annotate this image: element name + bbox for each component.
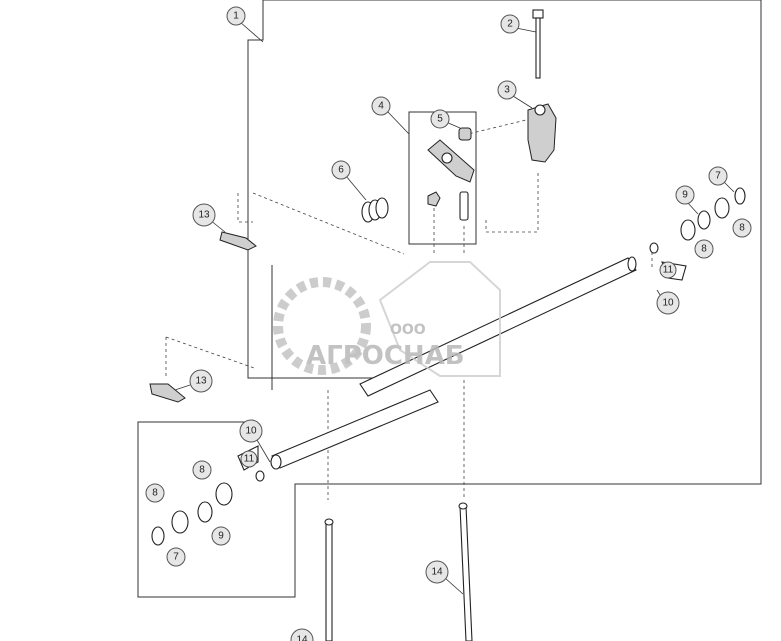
callout-8-bottom-label: 8 [199, 465, 205, 476]
leader-4 [386, 110, 410, 135]
callout-11-bottom-label: 11 [244, 454, 255, 465]
callout-13-bottom-label: 13 [195, 376, 207, 387]
callout-2: 2 [500, 14, 520, 34]
callout-9-bottom-label: 9 [218, 531, 224, 542]
callout-3: 3 [497, 80, 517, 100]
callout-14: 14 [425, 560, 449, 584]
leader-9a [686, 201, 699, 215]
leader-14 [444, 577, 464, 595]
callout-8-top: 8 [732, 218, 752, 238]
callout-8-bottom: 8 [192, 460, 212, 480]
assembly-line-h [463, 119, 527, 136]
rocker-shaft-upper-part [359, 256, 637, 397]
callout-6: 6 [331, 160, 351, 180]
rocker-bracket-part [527, 103, 557, 163]
callout-14-partial: 14 [290, 628, 314, 641]
leader-10a [256, 439, 271, 463]
callout-8-top2: 8 [694, 239, 714, 259]
assembly-line-a [237, 193, 253, 223]
callout-9-top: 9 [675, 185, 695, 205]
callout-14-label: 14 [431, 567, 443, 578]
callout-2-label: 2 [507, 19, 513, 30]
assembly-line-c [165, 336, 255, 369]
callout-3-label: 3 [504, 85, 510, 96]
callout-10-bottom: 10 [239, 419, 263, 443]
callout-4: 4 [371, 96, 391, 116]
callout-5-label: 5 [437, 114, 443, 125]
leader-3 [512, 95, 533, 109]
callout-11-bottom: 11 [240, 450, 258, 468]
leader-7a [723, 181, 735, 193]
callout-1-label: 1 [233, 11, 239, 22]
combine-harvester-icon [378, 261, 501, 377]
callout-9-bottom: 9 [211, 526, 231, 546]
gear-icon [273, 277, 371, 375]
callout-10-bottom-label: 10 [245, 426, 257, 437]
callout-1: 1 [226, 6, 246, 26]
watermark: ООО АГРОСНАБ [273, 261, 501, 377]
watermark-prefix: ООО [390, 322, 426, 338]
assembly-frame [247, 0, 378, 379]
leader-1 [239, 21, 264, 43]
callout-11-top-label: 11 [663, 265, 674, 276]
callout-10-top: 10 [656, 291, 680, 315]
bushing-5-part [458, 127, 472, 141]
adjusting-nut-part [427, 191, 441, 207]
leader-6 [345, 175, 367, 201]
callout-8-bottom2-label: 8 [152, 488, 158, 499]
callout-4-label: 4 [378, 101, 384, 112]
ring-right-parts [649, 187, 746, 254]
callout-9-top-label: 9 [682, 190, 688, 201]
callout-10-top-label: 10 [662, 298, 674, 309]
leader-13b [174, 384, 191, 391]
rocker-arm-13b-part [149, 383, 186, 403]
watermark-name: АГРОСНАБ [306, 341, 465, 371]
callout-7-bottom-label: 7 [173, 552, 179, 563]
spring-part [361, 197, 389, 223]
callout-8-bottom2: 8 [145, 483, 165, 503]
callout-6-label: 6 [338, 165, 344, 176]
assembly-line-g [485, 170, 539, 233]
callout-14-partial-label: 14 [296, 635, 308, 641]
bolt-part [532, 9, 544, 79]
callout-11-top: 11 [659, 261, 677, 279]
callout-7-top-label: 7 [715, 171, 721, 182]
callout-13-top-label: 13 [198, 210, 210, 221]
callout-8-top-label: 8 [739, 223, 745, 234]
adjusting-screw-part [459, 191, 469, 221]
callout-7-bottom: 7 [166, 547, 186, 567]
rocker-arm-13a-part [219, 231, 257, 251]
callout-7-top: 7 [708, 166, 728, 186]
rocker-shaft-lower-part [270, 389, 439, 470]
leader-2 [515, 27, 537, 33]
assembly-frame-right [137, 0, 762, 598]
push-rod-right-part [458, 502, 473, 641]
callout-13-top: 13 [192, 203, 216, 227]
callout-5: 5 [430, 109, 450, 129]
ring-left-parts [151, 470, 265, 546]
rocker-arm-part [427, 139, 475, 183]
callout-8-top2-label: 8 [701, 244, 707, 255]
callout-13-bottom: 13 [189, 369, 213, 393]
push-rod-left-part [324, 518, 334, 641]
